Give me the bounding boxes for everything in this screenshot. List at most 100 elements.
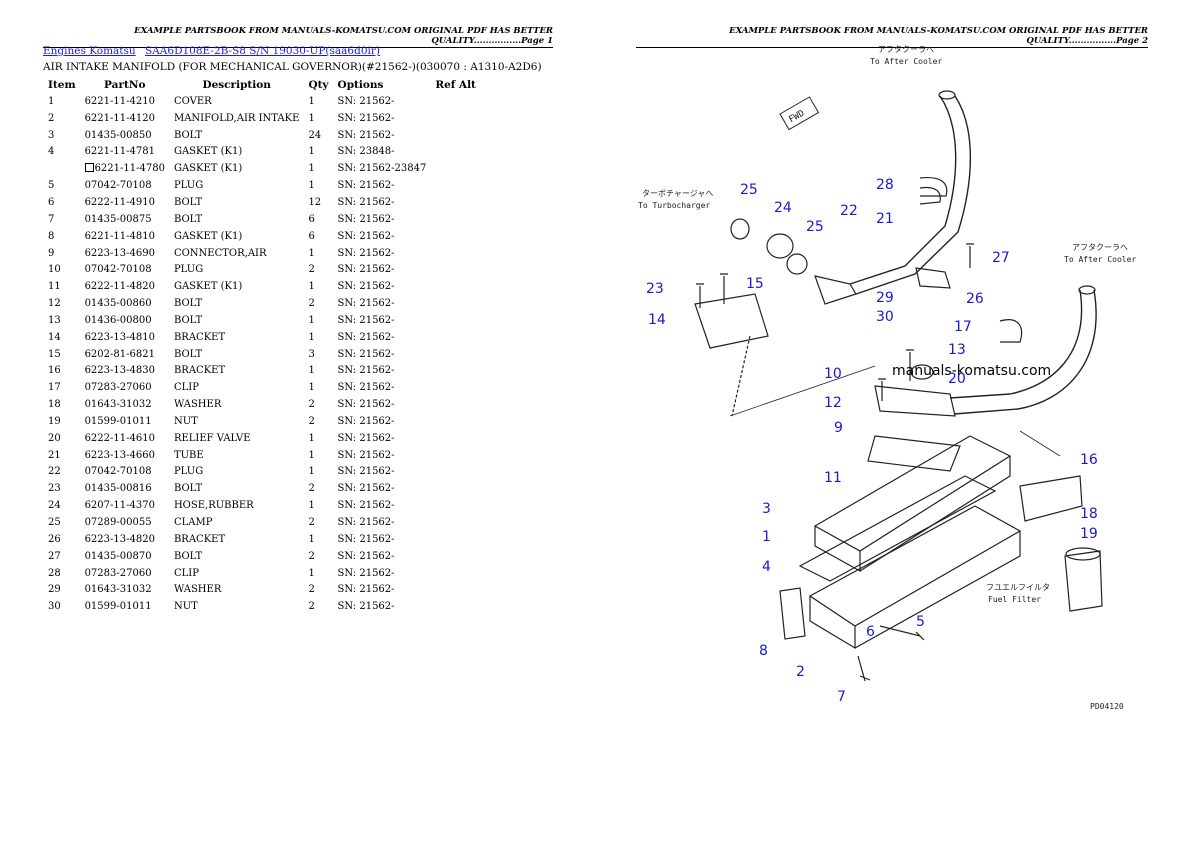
row-item: 22 [43,464,80,481]
row-partno-text: 6223-13-4820 [84,533,155,545]
callout-19: 19 [1080,526,1098,542]
row-ref-alt [430,211,489,228]
row-ref-alt [430,480,489,497]
row-options: SN: 21562- [333,548,431,565]
row-ref-alt [430,430,489,447]
row-item-text: 8 [48,230,55,242]
row-qty-text: 1 [308,365,315,377]
row-partno-text: 6222-11-4820 [84,281,155,293]
row-qty: 1 [303,329,332,346]
row-qty-text: 6 [308,213,315,225]
row-ref-alt [430,447,489,464]
header-partno: PartNo [104,79,146,91]
row-ref-alt [430,160,489,177]
row-partno: 6221-11-4780 [80,160,169,177]
top-after-cooler-jp: アフタクーラへ [878,45,934,54]
row-ref-alt [430,278,489,295]
row-partno-text: 07289-00055 [84,517,152,529]
row-item: 11 [43,278,80,295]
row-item-text: 29 [48,584,61,596]
row-description-text: PLUG [173,180,204,192]
row-description-text: GASKET (K1) [173,230,243,242]
row-qty: 1 [303,144,332,161]
row-qty-text: 12 [308,196,322,208]
row-partno-text: 01643-31032 [84,584,152,596]
row-item-text: 19 [48,415,61,427]
callout-29: 29 [876,290,894,306]
row-options: SN: 21562- [333,531,431,548]
row-description: GASKET (K1) [169,160,303,177]
row-item: 20 [43,430,80,447]
row-description: BOLT [169,295,303,312]
row-options-text: SN: 21562- [337,314,395,326]
row-partno: 6222-11-4610 [80,430,169,447]
row-description: BRACKET [169,531,303,548]
row-description-text: CONNECTOR,AIR [173,247,267,259]
callout-27: 27 [992,250,1010,266]
alternative-marker-icon [84,163,94,173]
row-description: PLUG [169,261,303,278]
row-item: 15 [43,346,80,363]
row-partno-text: 07042-70108 [84,180,152,192]
row-options: SN: 21562- [333,464,431,481]
row-partno: 07283-27060 [80,565,169,582]
row-qty: 1 [303,531,332,548]
row-qty-text: 2 [308,584,315,596]
row-qty-text: 2 [308,399,315,411]
row-description: GASKET (K1) [169,278,303,295]
row-description-text: PLUG [173,466,204,478]
callout-7: 7 [837,689,846,705]
row-ref-alt [430,127,489,144]
row-qty: 2 [303,295,332,312]
row-item: 28 [43,565,80,582]
row-item-text: 12 [48,298,61,310]
row-item: 9 [43,245,80,262]
row-partno-text: 01435-00850 [84,129,152,141]
row-qty-text: 1 [308,163,315,175]
breadcrumb-engines-link[interactable]: Engines Komatsu [43,45,136,57]
row-options: SN: 21562-23847 [333,160,431,177]
row-description-text: RELIEF VALVE [173,432,251,444]
row-qty-text: 1 [308,247,315,259]
row-item: 12 [43,295,80,312]
row-description: BOLT [169,194,303,211]
row-options: SN: 21562- [333,581,431,598]
callout-25-b: 25 [806,219,824,235]
row-description: GASKET (K1) [169,228,303,245]
row-ref-alt [430,565,489,582]
row-qty: 12 [303,194,332,211]
row-ref-alt [430,379,489,396]
row-partno-text: 6207-11-4370 [84,500,155,512]
row-description: WASHER [169,581,303,598]
row-partno-text: 6221-11-4810 [84,230,155,242]
row-description-text: BOLT [173,483,203,495]
row-ref-alt [430,464,489,481]
watermark: manuals-komatsu.com [892,363,1051,379]
row-description-text: GASKET (K1) [173,281,243,293]
row-qty: 3 [303,346,332,363]
row-item-text: 30 [48,601,61,613]
row-description: CLAMP [169,514,303,531]
row-qty: 2 [303,581,332,598]
row-options-text: SN: 21562- [337,584,395,596]
row-options-text: SN: 21562- [337,517,395,529]
row-partno-text: 6223-13-4810 [84,331,155,343]
breadcrumb-model-link[interactable]: SAA6D108E-2B-S8 S/N 19030-UP(saa6d0ir) [145,45,380,57]
row-qty-text: 2 [308,517,315,529]
row-item-text: 7 [48,213,55,225]
row-description-text: BOLT [173,213,203,225]
row-partno-text: 6202-81-6821 [84,348,155,360]
row-options: SN: 21562- [333,497,431,514]
row-ref-alt [430,93,489,110]
row-partno: 07042-70108 [80,464,169,481]
row-qty-text: 1 [308,449,315,461]
row-item-text: 5 [48,180,55,192]
row-description-text: COVER [173,95,212,107]
row-item: 2 [43,110,80,127]
